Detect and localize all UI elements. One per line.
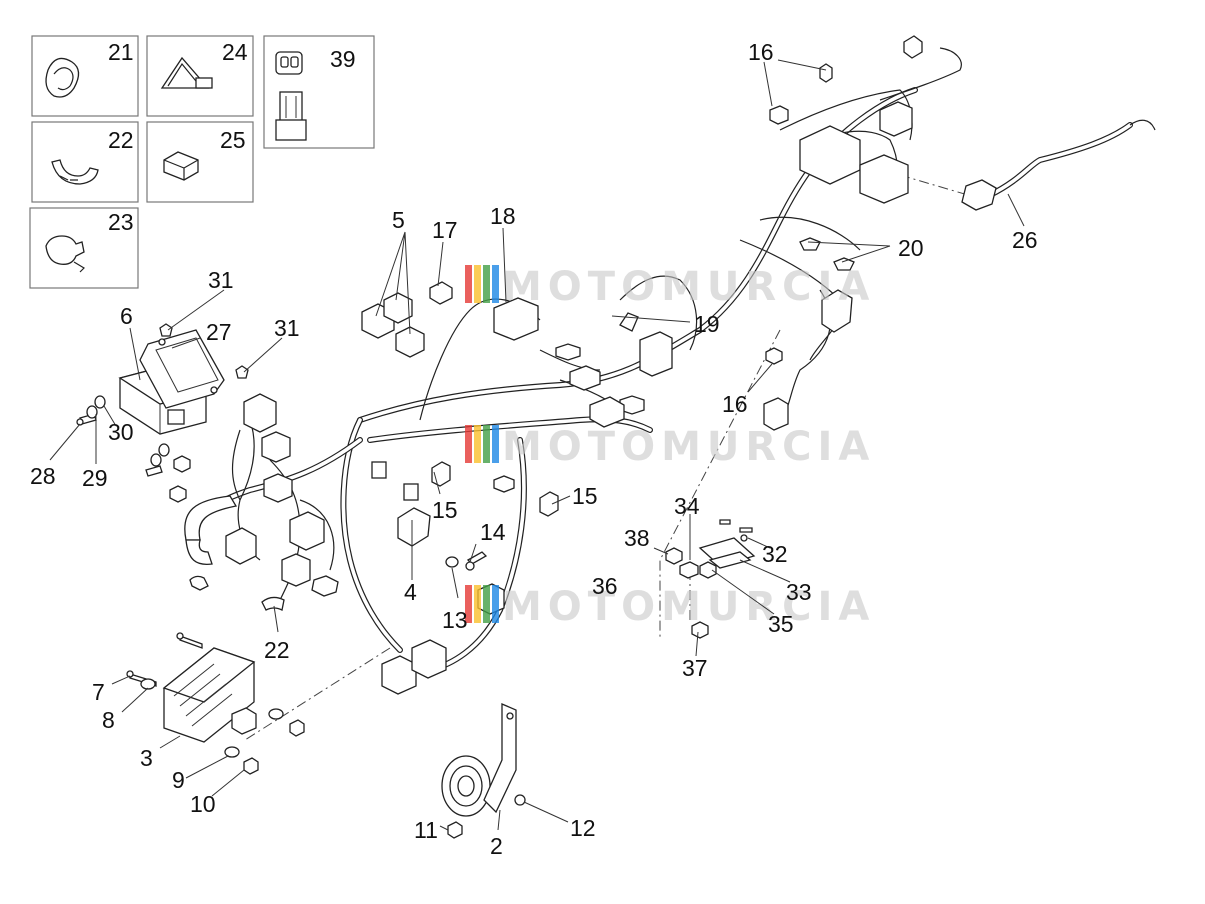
inset-box-21: 21	[31, 35, 139, 117]
callout-3: 3	[140, 745, 153, 771]
callout-32: 32	[762, 541, 788, 567]
callout-25: 25	[220, 127, 246, 153]
callout-24: 24	[222, 39, 248, 65]
bracket-group	[665, 519, 756, 639]
callout-7: 7	[92, 679, 105, 705]
callout-23: 23	[108, 209, 134, 235]
callout-21: 21	[108, 39, 134, 65]
callout-22-inset: 22	[108, 127, 134, 153]
callout-27: 27	[206, 319, 232, 345]
callout-29: 29	[82, 465, 108, 491]
watermark-1: MOTOMURCIA	[465, 264, 875, 310]
callout-14: 14	[480, 519, 506, 545]
callout-4: 4	[404, 579, 417, 605]
watermark-text-2: MOTOMURCIA	[502, 424, 875, 470]
bolt-washer	[445, 551, 488, 571]
callout-5: 5	[392, 207, 405, 233]
ecu-hardware	[76, 323, 249, 477]
inset-box-22: 22	[31, 121, 139, 203]
inset-box-25: 25	[146, 121, 254, 203]
watermark-text-3: MOTOMURCIA	[502, 584, 875, 630]
callout-36: 36	[592, 573, 618, 599]
callout-20: 20	[898, 235, 924, 261]
callout-35: 35	[768, 611, 794, 637]
watermark-3: MOTOMURCIA	[465, 584, 875, 630]
callout-16-top: 16	[748, 39, 774, 65]
callout-6: 6	[120, 303, 133, 329]
ecu-bracket	[139, 329, 225, 409]
callout-22: 22	[264, 637, 290, 663]
callout-8: 8	[102, 707, 115, 733]
callout-34: 34	[674, 493, 700, 519]
callout-12: 12	[570, 815, 596, 841]
callout-15-right: 15	[572, 483, 598, 509]
watermark-text-1: MOTOMURCIA	[502, 264, 875, 310]
callout-30: 30	[108, 419, 134, 445]
callout-11: 11	[414, 817, 438, 843]
callout-28: 28	[30, 463, 56, 489]
inset-box-39: 39	[263, 35, 375, 149]
callout-17: 17	[432, 217, 458, 243]
callout-33: 33	[786, 579, 812, 605]
callout-31-lower: 31	[274, 315, 300, 341]
callout-39: 39	[330, 46, 356, 72]
callout-18: 18	[490, 203, 516, 229]
leader-lines	[49, 59, 1025, 831]
callout-9: 9	[172, 767, 185, 793]
callout-37: 37	[682, 655, 708, 681]
watermark-2: MOTOMURCIA	[465, 424, 875, 470]
callout-10: 10	[190, 791, 216, 817]
callout-38: 38	[624, 525, 650, 551]
inset-box-24: 24	[146, 35, 254, 117]
callout-26: 26	[1012, 227, 1038, 253]
callout-19: 19	[694, 311, 720, 337]
callout-2: 2	[490, 833, 503, 859]
callout-15-left: 15	[432, 497, 458, 523]
callout-numbers: 5 17 18 19 31 27 31 6 28 29 30 15 15 14 …	[30, 39, 1038, 859]
voltage-regulator	[126, 632, 305, 775]
horn	[441, 703, 526, 839]
callout-13: 13	[442, 607, 468, 633]
callout-16-bottom: 16	[722, 391, 748, 417]
callout-31-upper: 31	[208, 267, 234, 293]
inset-box-23: 23	[29, 207, 139, 289]
harness-connectors	[169, 35, 997, 695]
